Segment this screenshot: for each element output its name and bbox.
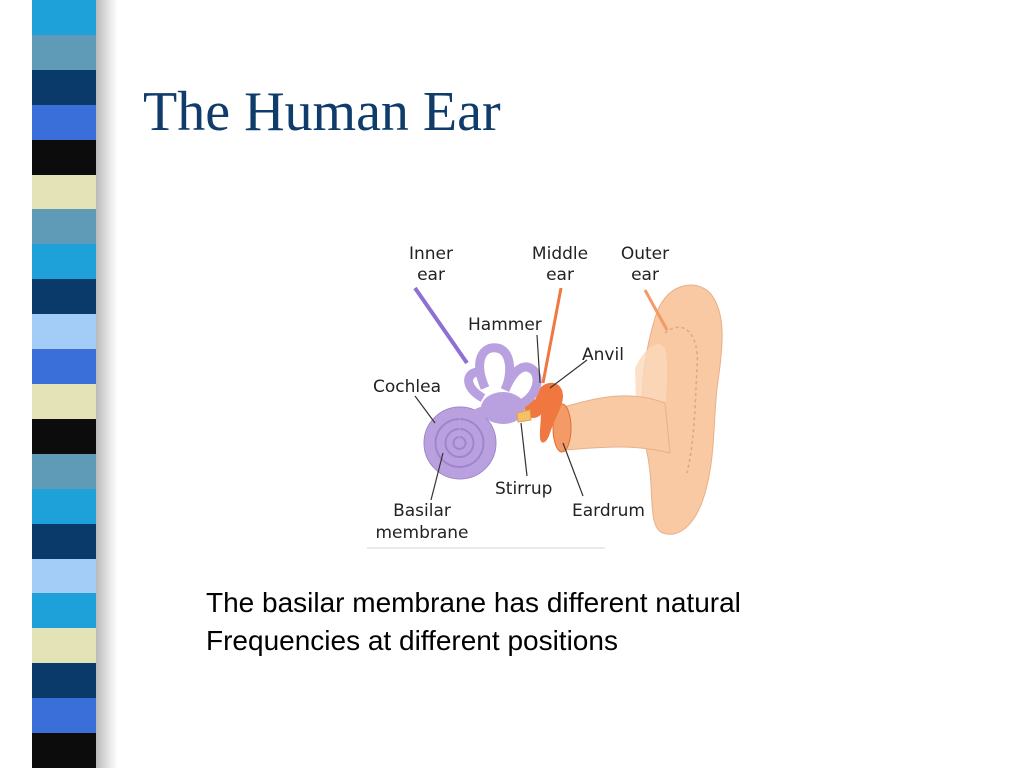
ear-canal: [559, 395, 671, 454]
caption: The basilar membrane has different natur…: [206, 584, 906, 660]
label-stirrup: Stirrup: [495, 479, 552, 499]
stripe-segment: [32, 488, 96, 524]
stripe-segment: [32, 104, 96, 140]
label-middle-ear: Middle: [532, 244, 588, 264]
stripe-segment: [32, 349, 96, 384]
stripe-segment: [32, 34, 96, 70]
caption-line-1: The basilar membrane has different natur…: [206, 587, 741, 618]
stripe-segment: [32, 174, 96, 210]
eardrum-shape: [552, 403, 572, 453]
stripe-segment: [32, 383, 96, 419]
label-basilar-membrane: Basilar: [393, 501, 451, 521]
cochlea-shape: [423, 405, 506, 480]
label-anvil: Anvil: [582, 345, 624, 365]
stripe-segment: [32, 314, 96, 350]
semicircular-canals: [464, 343, 542, 409]
stripe-segment: [32, 139, 96, 175]
stripe-segment: [32, 593, 96, 629]
stripe-segment: [32, 209, 96, 245]
label-basilar-membrane-2: membrane: [375, 523, 468, 543]
caption-line-2: Frequencies at different positions: [206, 625, 618, 656]
label-outer-ear-2: ear: [631, 265, 659, 285]
stirrup-shape: [516, 409, 532, 423]
label-hammer: Hammer: [468, 315, 542, 335]
stripe-segment: [32, 698, 96, 734]
label-inner-ear-2: ear: [417, 265, 445, 285]
stripe-segment: [32, 279, 96, 315]
label-outer-ear: Outer: [621, 244, 669, 264]
label-cochlea: Cochlea: [373, 377, 441, 397]
anvil-leader: [549, 359, 588, 389]
middle-ear-leader: [541, 287, 563, 384]
stripe-segment: [32, 0, 96, 35]
eardrum-leader: [562, 442, 584, 497]
stripe-segment: [32, 453, 96, 489]
label-inner-ear: Inner: [409, 244, 453, 264]
stirrup-leader: [520, 422, 528, 477]
stripe-segment: [32, 418, 96, 454]
hammer-leader: [536, 334, 541, 384]
cochlea-leader: [414, 395, 436, 424]
stripe-segment: [32, 69, 96, 105]
ear-diagram: Inner ear Middle ear Outer ear Hammer An…: [367, 244, 723, 549]
basilar-leader: [430, 452, 444, 501]
stripe-segment: [32, 244, 96, 280]
stripe-segment: [32, 663, 96, 699]
stripe-segment: [32, 628, 96, 664]
stripe-segment: [32, 733, 96, 768]
hammer-shape: [535, 382, 563, 443]
label-middle-ear-2: ear: [546, 265, 574, 285]
outer-ear-fold: [664, 326, 699, 474]
outer-ear-leader: [643, 289, 669, 331]
stripe-segment: [32, 523, 96, 559]
slide-title: The Human Ear: [143, 81, 501, 143]
decorative-stripe-bar: [32, 0, 96, 768]
stripe-segment: [32, 558, 96, 594]
stripe-shadow: [96, 0, 118, 768]
label-eardrum: Eardrum: [572, 501, 645, 521]
inner-ear-leader: [413, 286, 469, 365]
